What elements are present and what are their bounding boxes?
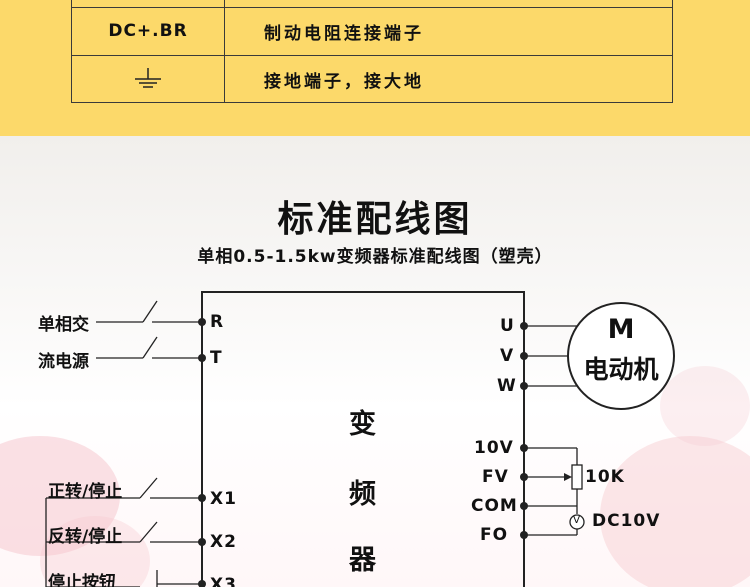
terminal-x3: X3 [210, 575, 237, 587]
wiring-lines [45, 291, 675, 587]
potentiometer-label: 10K [585, 467, 625, 487]
power-input-label: 流电源 [38, 352, 89, 372]
control-input-label: 反转/停止 [48, 527, 123, 547]
terminal-table: DC+.BR 制动电阻连接端子 接地端子，接大地 [71, 0, 673, 103]
vfd-label-char: 变 [349, 409, 376, 440]
terminal-x1: X1 [210, 489, 237, 509]
power-input-label: 单相交 [38, 315, 89, 335]
diagram-subtitle: 单相0.5-1.5kw变频器标准配线图（塑壳） [197, 247, 553, 267]
ground-symbol-icon [72, 55, 225, 103]
control-input-label: 停止按钮 [48, 573, 116, 587]
terminal-x2: X2 [210, 532, 237, 552]
vfd-label-char: 频 [349, 479, 376, 510]
control-input-label: 正转/停止 [48, 482, 123, 502]
table-row [72, 0, 672, 8]
terminal-t: T [210, 348, 223, 368]
terminal-table-band: DC+.BR 制动电阻连接端子 接地端子，接大地 [0, 0, 750, 136]
terminal-r: R [210, 312, 225, 332]
table-row: DC+.BR 制动电阻连接端子 [72, 7, 672, 56]
terminal-symbol: DC+.BR [72, 7, 225, 55]
terminal-u: U [500, 316, 515, 336]
terminal-fo: FO [480, 525, 509, 545]
diagram-title: 标准配线图 [277, 199, 473, 240]
meter-label: DC10V [592, 511, 661, 531]
voltmeter-icon: V [573, 515, 581, 526]
terminal-w: W [497, 376, 517, 396]
terminal-10v: 10V [474, 438, 514, 458]
wiring-diagram-section: 标准配线图 单相0.5-1.5kw变频器标准配线图（塑壳） [0, 136, 750, 587]
terminal-fv: FV [482, 467, 509, 487]
terminal-v: V [500, 346, 515, 366]
terminal-description: 制动电阻连接端子 [264, 23, 424, 44]
motor-label: 电动机 [583, 355, 659, 384]
partial-row-text [264, 0, 672, 7]
terminal-com: COM [471, 496, 518, 516]
vfd-label-char: 器 [349, 545, 376, 576]
table-row: 接地端子，接大地 [72, 55, 672, 103]
terminal-description: 接地端子，接大地 [264, 71, 424, 92]
motor-symbol: M [607, 314, 635, 345]
